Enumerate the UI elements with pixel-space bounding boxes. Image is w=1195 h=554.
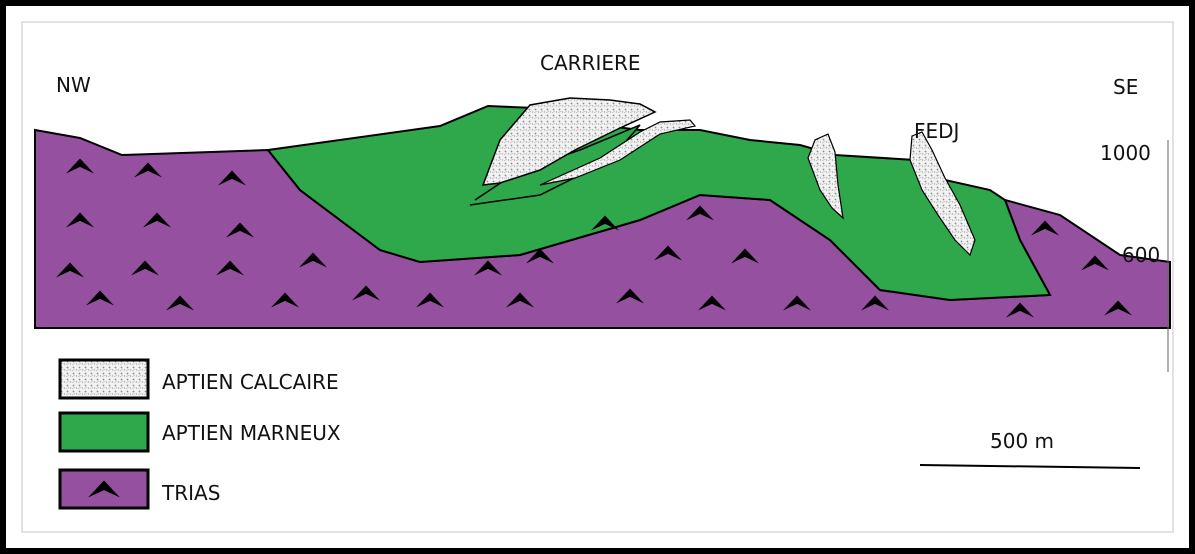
legend-label-trias: TRIAS: [161, 481, 220, 505]
label-se: SE: [1113, 75, 1138, 99]
scale-bar-label: 500 m: [990, 429, 1054, 453]
legend-label-calcaire: APTIEN CALCAIRE: [162, 370, 339, 394]
legend-swatch-calcaire: [60, 360, 148, 398]
scale-bar-line: [920, 465, 1140, 468]
legend-label-marneux: APTIEN MARNEUX: [162, 421, 341, 445]
legend: APTIEN CALCAIRE APTIEN MARNEUX TRIAS: [60, 360, 341, 508]
scale-bar: 500 m: [920, 429, 1140, 468]
label-elevation-600: 600: [1122, 243, 1160, 267]
label-nw: NW: [56, 73, 91, 97]
label-carriere: CARRIERE: [540, 51, 641, 75]
label-fedj: FEDJ: [914, 119, 959, 143]
legend-swatch-marneux: [60, 413, 148, 451]
label-elevation-1000: 1000: [1100, 141, 1151, 165]
